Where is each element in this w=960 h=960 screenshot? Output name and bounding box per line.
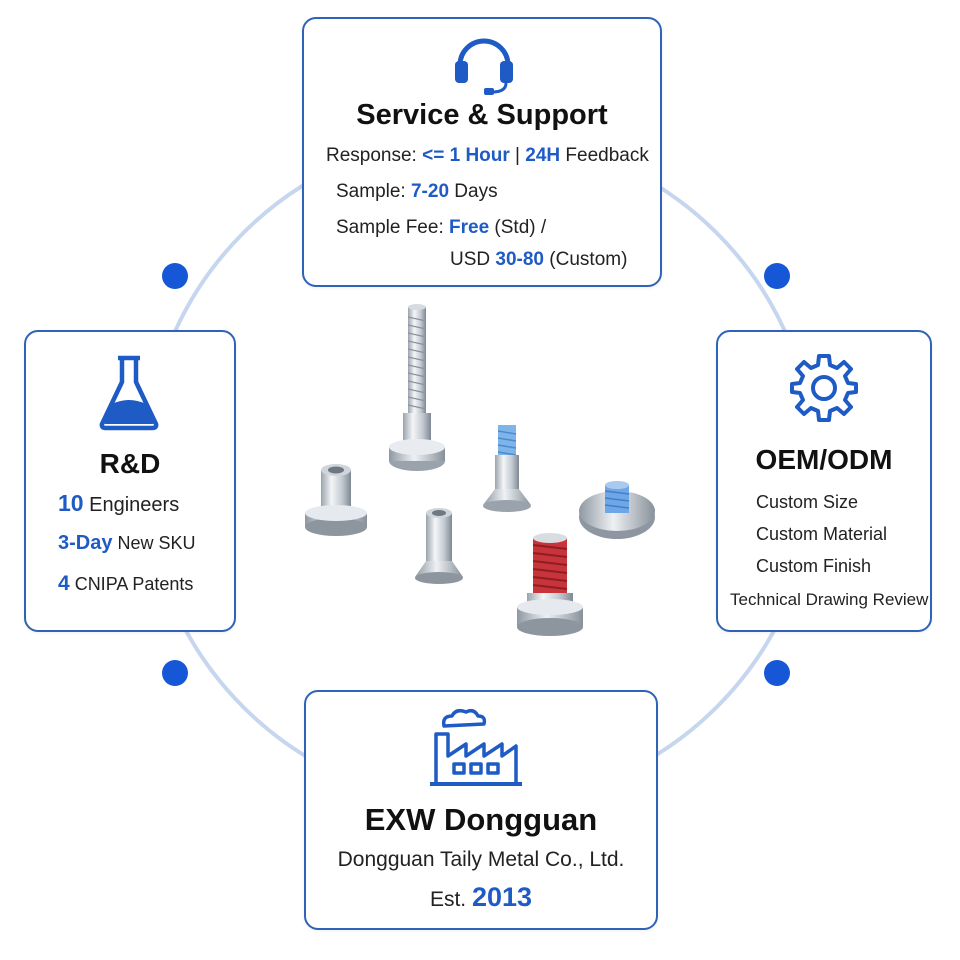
exw-company: Dongguan Taily Metal Co., Ltd. — [337, 848, 625, 871]
rd-sku-line: 3-Day New SKU — [58, 532, 196, 555]
exw-est-label: Est. — [429, 888, 472, 911]
oem-odm-card: OEM/ODM Custom Size Custom Material Cust… — [716, 330, 932, 632]
sample-value: 7-20 — [410, 181, 450, 202]
response-line: Response: <= 1 Hour | 24H Feedback — [326, 145, 649, 167]
sample-line: Sample: 7-20 Days — [336, 181, 498, 203]
rd-card: R&D 10 Engineers 3-Day New SKU 4 CNIPA P… — [24, 330, 236, 632]
fee-custom-line: USD 30-80 (Custom) — [450, 249, 627, 271]
oem-item-material: Custom Material — [756, 524, 888, 544]
exw-est-year: 2013 — [471, 882, 533, 912]
ring-dot-bottom-left — [162, 660, 188, 686]
oem-title: OEM/ODM — [755, 444, 893, 475]
exw-title: EXW Dongguan — [364, 802, 598, 837]
rd-engineers-value: 10 — [58, 490, 84, 516]
service-support-card: Service & Support Response: <= 1 Hour | … — [302, 17, 662, 287]
ring-dot-top-left — [162, 263, 188, 289]
flange-screw-blue-patch — [579, 481, 655, 539]
rd-patents-value: 4 — [58, 572, 70, 595]
fee-free: Free — [449, 217, 490, 238]
headset-icon — [455, 38, 513, 95]
response-feedback-text: Feedback — [560, 145, 649, 166]
oem-item-drawing-review: Technical Drawing Review — [730, 590, 929, 609]
countersunk-rivet-nut-center — [415, 508, 463, 584]
fee-std: (Std) / — [489, 217, 547, 238]
response-feedback-value: 24H — [525, 145, 561, 166]
fee-range: 30-80 — [495, 249, 545, 270]
countersunk-screw-blue-thread — [483, 425, 531, 512]
sample-unit: Days — [449, 181, 498, 202]
fee-custom: (Custom) — [544, 249, 628, 270]
exw-card: EXW Dongguan Dongguan Taily Metal Co., L… — [304, 690, 658, 930]
rd-sku-text: New SKU — [112, 533, 196, 553]
fasteners-product-image — [305, 304, 655, 636]
rd-engineers-line: 10 Engineers — [58, 490, 179, 517]
rd-engineers-text: Engineers — [83, 494, 180, 516]
ring-dot-top-right — [764, 263, 790, 289]
response-value: <= 1 Hour — [422, 145, 510, 166]
gear-icon — [790, 354, 858, 422]
rd-title: R&D — [99, 448, 161, 479]
shoulder-screw-red-thread — [517, 533, 583, 636]
service-title: Service & Support — [356, 99, 608, 131]
flask-icon — [99, 355, 159, 431]
oem-item-finish: Custom Finish — [756, 556, 872, 576]
exw-established: Est. 2013 — [306, 882, 656, 913]
rd-sku-value: 3-Day — [58, 532, 113, 554]
rd-patents-text: CNIPA Patents — [69, 574, 194, 594]
sample-label: Sample: — [336, 181, 406, 202]
oem-item-size: Custom Size — [756, 492, 859, 512]
fee-currency: USD — [450, 249, 496, 270]
factory-icon — [430, 708, 522, 786]
tall-shoulder-screw — [389, 304, 445, 471]
fee-line: Sample Fee: Free (Std) / — [336, 217, 546, 239]
ring-dot-bottom-right — [764, 660, 790, 686]
rivet-nut-left — [305, 464, 367, 536]
response-label: Response: — [326, 145, 417, 166]
fee-label: Sample Fee: — [336, 217, 444, 238]
rd-patents-line: 4 CNIPA Patents — [58, 572, 193, 596]
response-separator: | — [509, 145, 526, 166]
